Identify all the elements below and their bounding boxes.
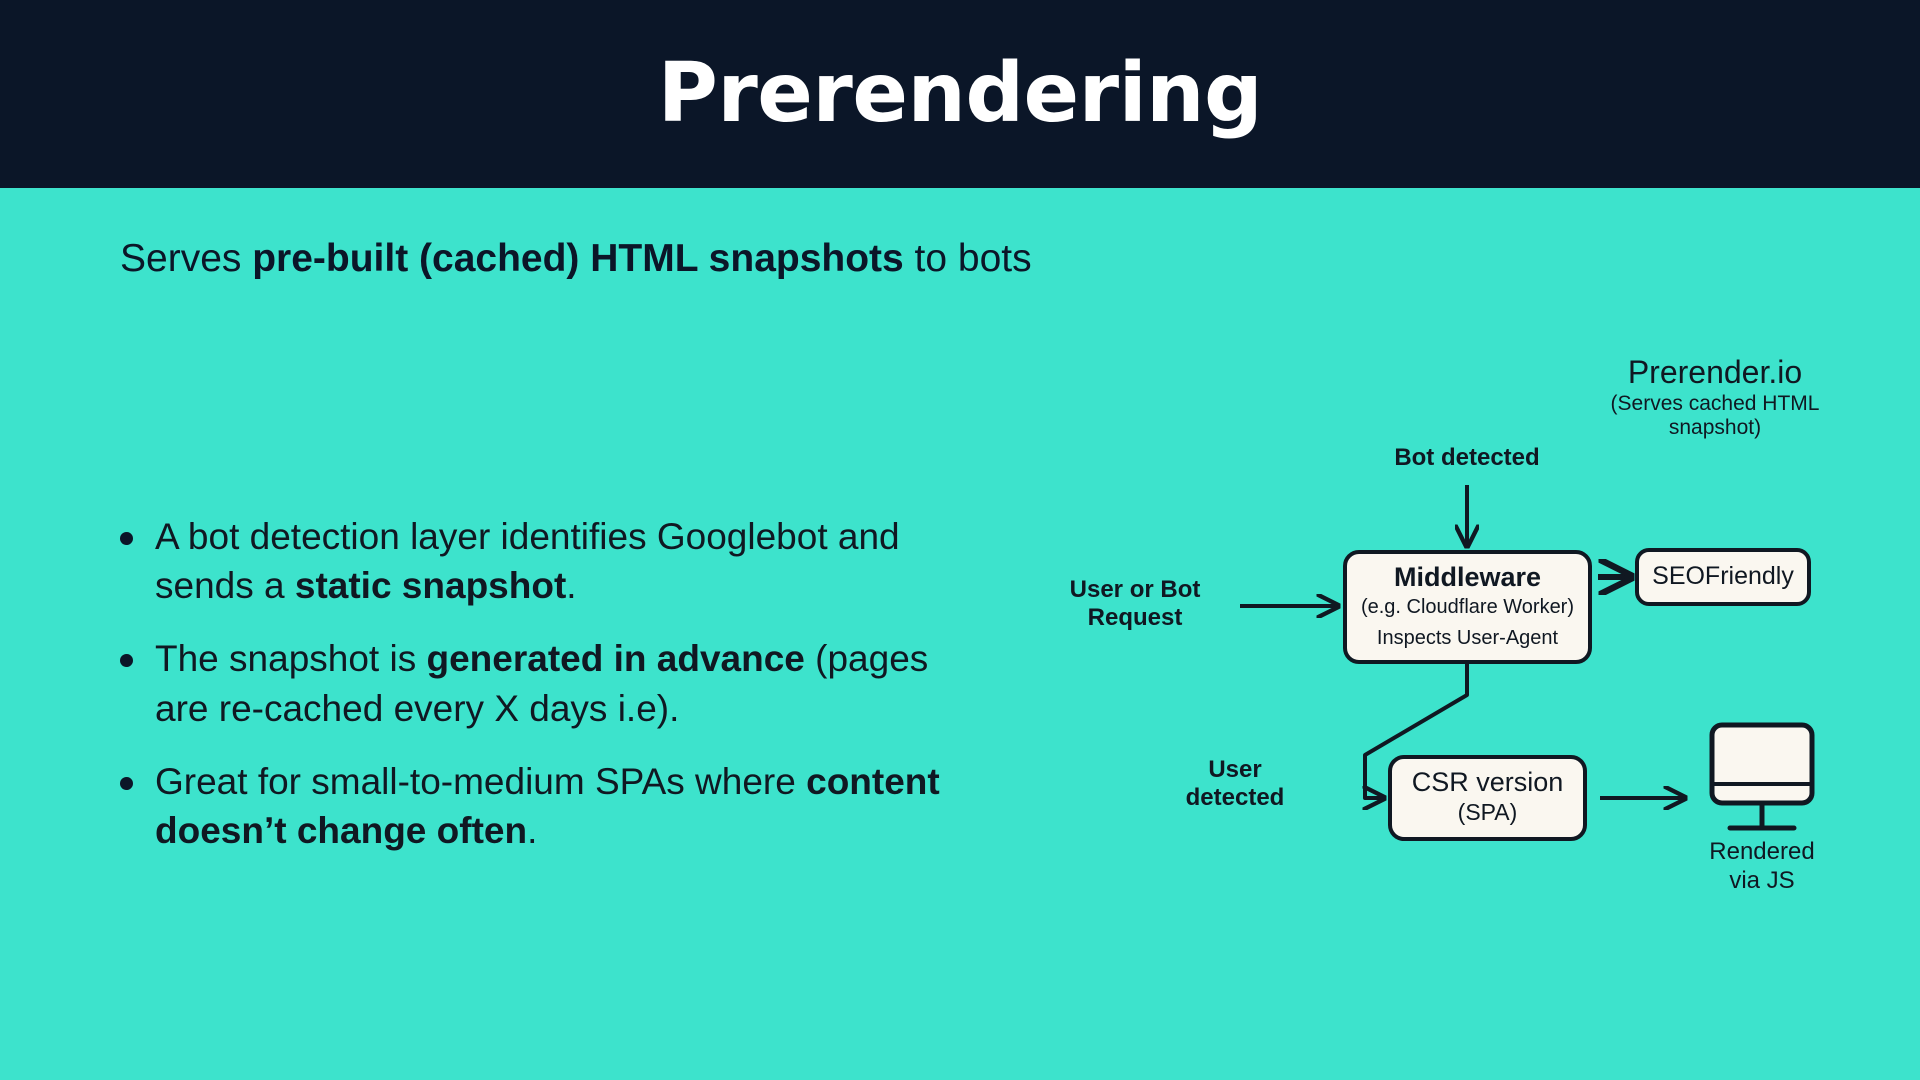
bullet-text: Great for small-to-medium SPAs where con… [155, 757, 980, 855]
bullet-part2: . [527, 810, 538, 852]
subtitle-tail: to bots [903, 237, 1032, 280]
diagram-canvas [1240, 485, 1815, 841]
user-detected-connector [1363, 662, 1469, 800]
bullet-emphasis: content doesn’t change often [155, 760, 940, 852]
bullet-dot-icon [120, 532, 133, 545]
list-item: The snapshot is generated in advance (pa… [120, 634, 980, 732]
bullet-part1: A bot detection layer identifies Googleb… [155, 516, 900, 607]
bullet-text: The snapshot is generated in advance (pa… [155, 634, 980, 732]
list-item: Great for small-to-medium SPAs where con… [120, 757, 980, 855]
slide-subtitle: Serves pre-built (cached) HTML snapshots… [120, 235, 1032, 284]
prerendering-flow-diagram: Prerender.io (Serves cached HTML snapsho… [1020, 354, 1900, 910]
bullet-emphasis: generated in advance [426, 638, 805, 680]
bullet-part2: (pages are re-cached every X days i.e). [155, 638, 929, 729]
bullet-part1: Great for small-to-medium SPAs where [155, 760, 807, 802]
middleware-box [1343, 550, 1592, 664]
slide-header: Prerendering [0, 0, 1920, 188]
monitor-icon [1709, 722, 1815, 831]
bullet-part2: . [566, 565, 577, 607]
subtitle-lead: Serves [120, 237, 253, 280]
subtitle-emphasis: pre-built (cached) HTML snapshots [252, 237, 904, 280]
bullet-list: A bot detection layer identifies Googleb… [120, 512, 980, 879]
list-item: A bot detection layer identifies Googleb… [120, 512, 980, 610]
bullet-emphasis: static snapshot [294, 565, 567, 607]
page-title: Prerendering [657, 46, 1263, 141]
seofriendly-box [1635, 548, 1811, 606]
csr-version-box [1388, 755, 1587, 841]
bullet-dot-icon [120, 654, 133, 668]
bullet-text: A bot detection layer identifies Googleb… [155, 512, 980, 610]
brand-title: Prerender.io [1627, 354, 1803, 390]
bullet-part1: The snapshot is [155, 638, 427, 680]
bullet-dot-icon [120, 776, 133, 790]
